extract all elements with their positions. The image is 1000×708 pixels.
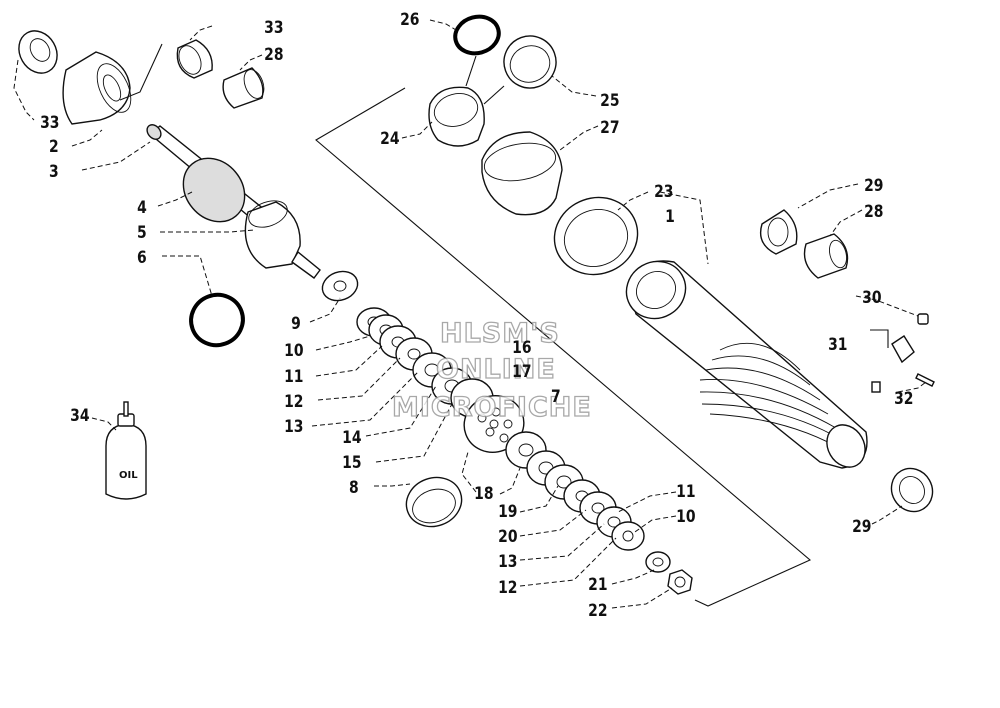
callout: 22 — [588, 601, 607, 621]
part-29-bushing-lower — [890, 467, 934, 513]
bracket-31 — [870, 329, 889, 348]
part-8-band — [405, 476, 463, 528]
callout: 11 — [284, 367, 303, 387]
callout: 10 — [284, 341, 304, 361]
part-4-bumper — [182, 157, 246, 223]
part-26-o-ring — [453, 14, 501, 56]
leader-24-26 — [465, 55, 477, 87]
callout: 10 — [676, 507, 696, 527]
callout: 13 — [498, 552, 517, 572]
callout: 28 — [864, 202, 883, 222]
part-1-shock-body — [625, 260, 868, 469]
callout-labels: 33 28 26 25 24 27 23 1 29 28 30 31 32 29… — [40, 10, 913, 621]
callout: 33 — [40, 113, 59, 133]
callout: 17 — [512, 362, 531, 382]
part-24-cap — [428, 86, 485, 147]
assembly-bracket — [315, 87, 812, 607]
callout: 12 — [498, 578, 517, 598]
callout: 27 — [600, 118, 619, 138]
callout: 26 — [400, 10, 419, 30]
callout: 15 — [342, 453, 361, 473]
part-5-cap — [244, 200, 321, 279]
watermark: HLSM'S ONLINE MICROFICHE — [391, 317, 592, 423]
callout: 30 — [862, 288, 882, 308]
part-25-seal — [503, 35, 557, 89]
callout: 28 — [264, 45, 283, 65]
part-33-bushing-upper — [176, 39, 213, 79]
callout: 5 — [137, 223, 147, 243]
part-32-valve-core — [915, 373, 935, 387]
part-23-bearing — [553, 196, 639, 276]
callout: 8 — [349, 478, 359, 498]
leader-24-25 — [483, 85, 505, 105]
part-2-eye-sleeve — [62, 51, 132, 125]
watermark-line-2: ONLINE — [436, 354, 556, 385]
watermark-line-3: MICROFICHE — [392, 392, 592, 423]
part-33-seal — [18, 30, 58, 74]
callout: 21 — [588, 575, 607, 595]
part-27-housing — [481, 131, 563, 216]
part-29-bushing-upper — [759, 209, 798, 255]
callout: 7 — [551, 387, 561, 407]
callout: 13 — [284, 417, 303, 437]
leader-lines — [13, 19, 927, 609]
part-34-oil-bottle: OIL — [105, 401, 147, 500]
washer-stack-upper — [321, 270, 494, 418]
callout: 14 — [342, 428, 362, 448]
callout: 3 — [49, 162, 59, 182]
callout: 18 — [474, 484, 493, 504]
watermark-line-1: HLSM'S — [440, 318, 560, 349]
callout: 19 — [498, 502, 517, 522]
callout: 24 — [380, 129, 400, 149]
part-28-sleeve-right — [803, 233, 849, 279]
callout: 33 — [264, 18, 283, 38]
part-6-o-ring — [189, 292, 245, 348]
oil-label: OIL — [119, 470, 138, 481]
callout: 25 — [600, 91, 619, 111]
callout: 11 — [676, 482, 695, 502]
callout: 12 — [284, 392, 303, 412]
part-28-sleeve-upper — [222, 67, 265, 109]
callout: 4 — [137, 198, 147, 218]
part-30-screw — [917, 313, 929, 325]
part-21-washer — [645, 551, 671, 573]
washer-stack-lower — [505, 431, 645, 551]
callout: 29 — [852, 517, 871, 537]
callout: 29 — [864, 176, 883, 196]
callout: 32 — [894, 389, 913, 409]
callout: 20 — [498, 527, 518, 547]
callout: 34 — [70, 406, 90, 426]
part-22-nut — [667, 569, 693, 595]
callout: 23 — [654, 182, 673, 202]
callout: 9 — [291, 314, 301, 334]
part-31-valve — [871, 335, 915, 393]
callout: 1 — [665, 207, 675, 227]
callout: 31 — [828, 335, 847, 355]
part-2-bracket — [119, 43, 163, 101]
part-7-piston — [463, 395, 525, 453]
callout: 16 — [512, 338, 531, 358]
callout: 2 — [49, 137, 59, 157]
callout: 6 — [137, 248, 147, 268]
